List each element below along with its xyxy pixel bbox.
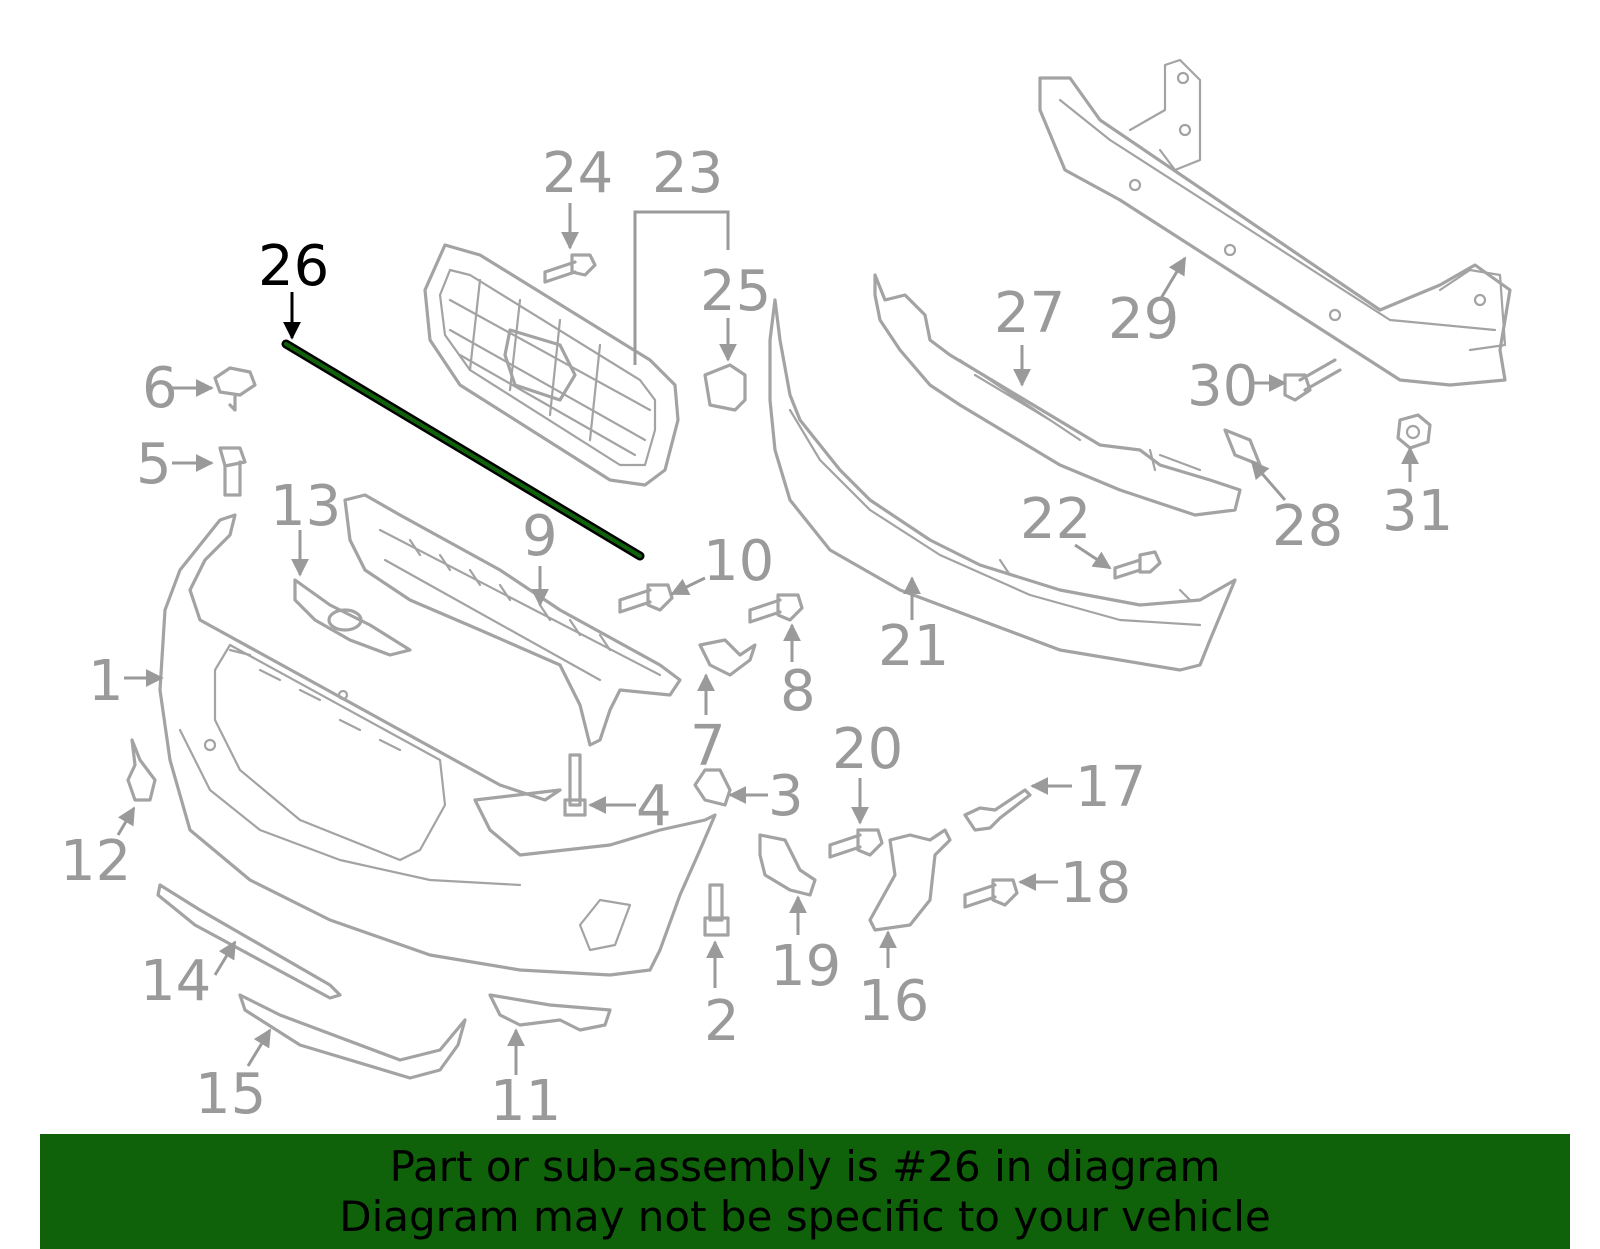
part-21-lower-reinforcement [768,298,1237,672]
part-7-bracket [698,638,757,677]
callout-26-highlighted: 26 [258,234,329,299]
part-5-bolt [218,446,247,497]
callout-21: 21 [878,614,949,679]
callout-23: 23 [652,141,723,206]
callout-25: 25 [700,259,771,324]
leader-lines [116,203,1419,1075]
callout-18: 18 [1060,851,1131,916]
callout-10: 10 [703,529,774,594]
part-14-trim [156,883,342,1000]
part-26-molding-highlighted [281,339,645,561]
part-19-bracket [758,833,817,897]
callout-13: 13 [270,474,341,539]
part-24-bolt [543,253,597,284]
callout-24: 24 [542,141,613,206]
callout-17: 17 [1075,755,1146,820]
callout-7: 7 [690,714,726,779]
part-17-pin [963,788,1032,832]
callout-labels: 1 2 3 4 5 6 7 8 9 10 11 12 13 14 15 16 1… [60,141,1453,1134]
part-28-label [1223,428,1262,467]
part-2-bolt [703,883,730,937]
callout-6: 6 [142,356,178,421]
callout-19: 19 [770,934,841,999]
part-20-bolt [828,828,884,859]
part-25-clip [703,363,747,412]
callout-30: 30 [1187,354,1258,419]
part-16-bracket [868,828,952,932]
callout-1: 1 [88,649,124,714]
part-15-lower-trim [238,993,467,1080]
callout-2: 2 [704,989,740,1054]
callout-27: 27 [994,281,1065,346]
callout-8: 8 [780,659,816,724]
part-18-bolt [963,878,1019,909]
part-13-emblem [293,578,412,657]
callout-20: 20 [832,717,903,782]
callout-29: 29 [1108,287,1179,352]
callout-9: 9 [522,504,558,569]
callout-11: 11 [490,1069,561,1134]
part-3-clip [693,768,732,807]
callout-28: 28 [1272,494,1343,559]
part-30-bolt [1283,358,1342,402]
part-22-bolt [1113,550,1162,580]
banner-line-part-number: Part or sub-assembly is #26 in diagram [389,1142,1221,1191]
part-11-lower-bracket [488,993,612,1032]
banner-line-disclaimer: Diagram may not be specific to your vehi… [339,1192,1271,1241]
part-8-bolt [748,593,804,624]
part-12-tow-hook-cover [126,738,157,802]
callout-16: 16 [858,969,929,1034]
part-1-bumper-cover [158,513,717,977]
callout-12: 12 [60,829,131,894]
callout-14: 14 [140,949,211,1014]
callout-3: 3 [768,764,804,829]
callout-5: 5 [136,432,172,497]
part-23-grille [423,243,680,487]
part-29-impact-beam [1038,58,1512,387]
part-27-energy-absorber [873,273,1242,517]
callout-4: 4 [636,774,672,839]
part-9-upper-bracket [343,493,682,747]
callout-22: 22 [1020,487,1091,552]
disclaimer-banner: Part or sub-assembly is #26 in diagram D… [40,1134,1570,1249]
callout-31: 31 [1382,479,1453,544]
callout-15: 15 [195,1062,266,1127]
part-6-push-clip [213,366,257,412]
part-4-stud [563,753,587,817]
part-31-nut [1396,413,1432,450]
part-10-bolt [618,583,674,614]
